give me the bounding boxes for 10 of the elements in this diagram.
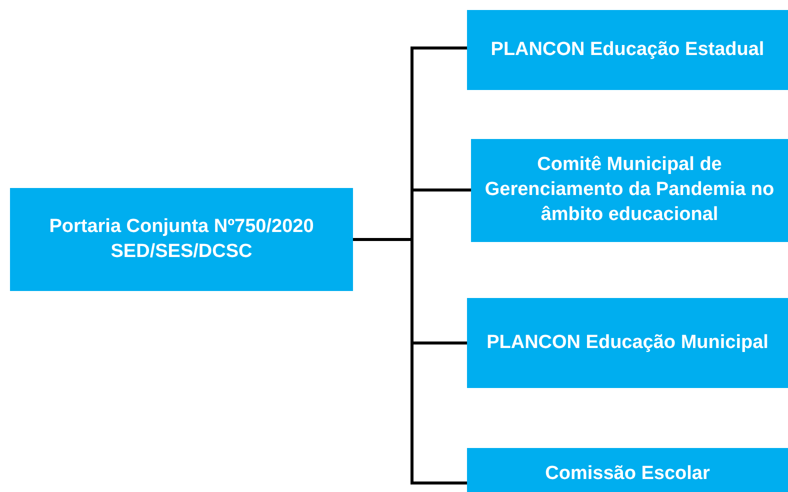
org-box bbox=[471, 139, 788, 242]
box-label: Comitê Municipal de Gerenciamento da Pandemia no âmbito educacional bbox=[484, 153, 776, 227]
org-box bbox=[467, 298, 788, 388]
box-label: Comissão Escolar bbox=[545, 462, 710, 486]
box-label: PLANCON Educação Estadual bbox=[490, 38, 764, 62]
box-label: PLANCON Educação Municipal bbox=[486, 330, 768, 355]
org-box bbox=[10, 188, 353, 291]
org-box bbox=[467, 10, 788, 90]
box-label: Portaria Conjunta Nº750/2020 SED/SES/DCSC bbox=[48, 214, 315, 264]
org-box bbox=[467, 448, 788, 492]
